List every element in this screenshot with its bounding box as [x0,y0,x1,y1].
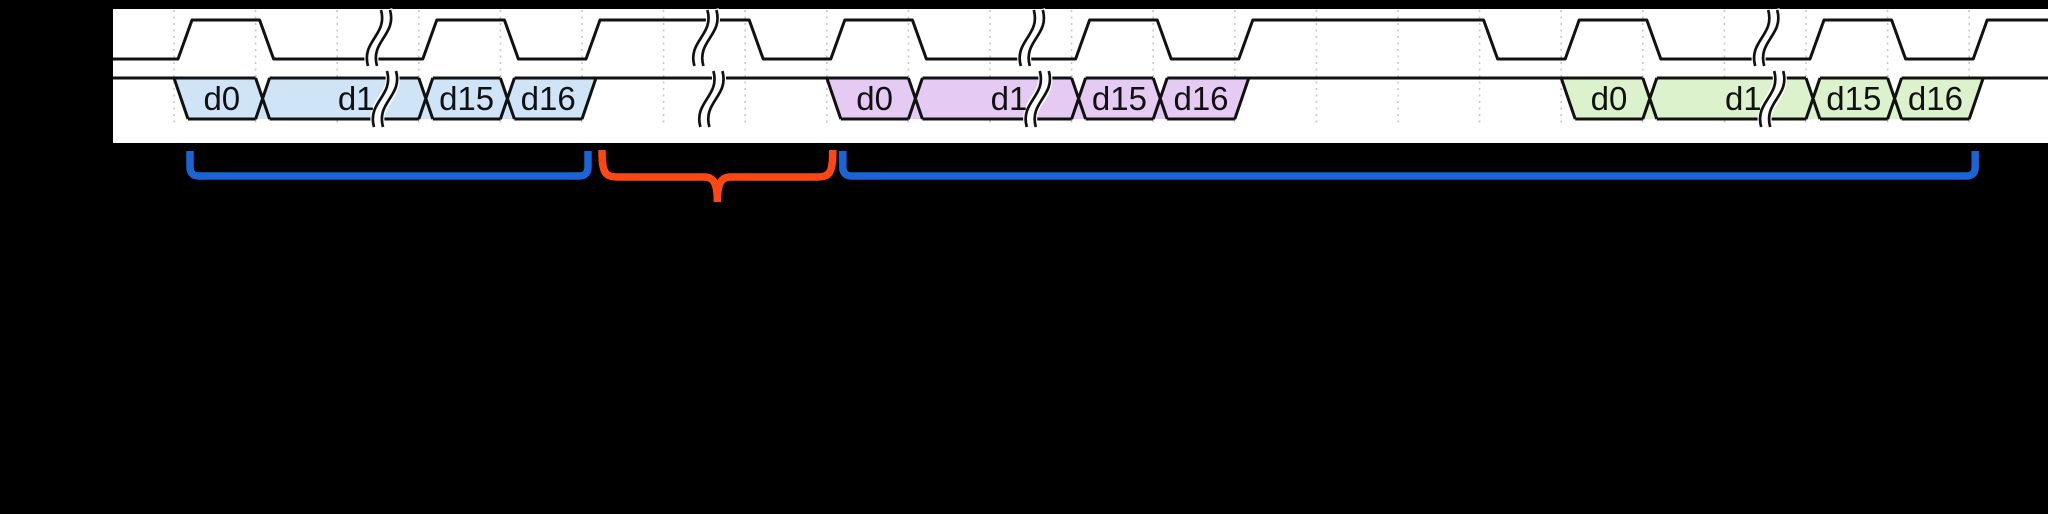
diagram-panel [113,9,2048,143]
data-cell-labels: d0 d1 d15 d16 d0 d1 d15 d16 d0 d1 d15 d16 [203,80,1962,117]
data-gap-marker [696,69,727,129]
clock-waveform [113,18,2048,61]
data-cell-label-burst-2-d16: d16 [1173,80,1228,117]
clock-gap-marker [690,8,721,68]
crossing-notch [418,78,433,100]
data-cell-label-burst-3-d0: d0 [1591,80,1628,117]
data-gap-marker [370,69,400,129]
crossing-notch [1071,78,1086,100]
crossing-notch [908,78,923,100]
annotation-gap-extent [598,149,837,203]
data-cell-label-burst-2-d0: d0 [856,80,893,117]
crossing-notch [1642,78,1657,100]
data-cell-label-burst-3-d16: d16 [1908,80,1963,117]
clock-gap-marker [364,8,394,68]
crossing-notch [1806,78,1820,100]
data-cell-label-burst-3-d1: d1 [1725,80,1762,117]
crossing-notch [1153,78,1168,100]
data-cell-label-burst-3-d15: d15 [1826,80,1881,117]
clock-gap-marker [1017,8,1047,68]
clock-gap-marker [1751,8,1781,68]
data-cell-label-burst-1-d16: d16 [521,80,576,117]
data-gap-marker [1023,69,1053,129]
crossing-notch [500,78,515,100]
annotation-burst-2-3-extent [839,151,1979,180]
data-gap-marker [1757,69,1787,129]
data-cell-label-burst-1-d15: d15 [439,80,494,117]
annotation-burst-1-extent [186,151,592,180]
data-waveform [113,76,2048,121]
crossing-notch [1887,78,1902,100]
data-cell-label-burst-1-d0: d0 [203,80,240,117]
data-cell-label-burst-1-d1: d1 [338,80,375,117]
data-cell-label-burst-2-d1: d1 [991,80,1028,117]
data-cell-label-burst-2-d15: d15 [1092,80,1147,117]
crossing-notch [255,78,270,100]
